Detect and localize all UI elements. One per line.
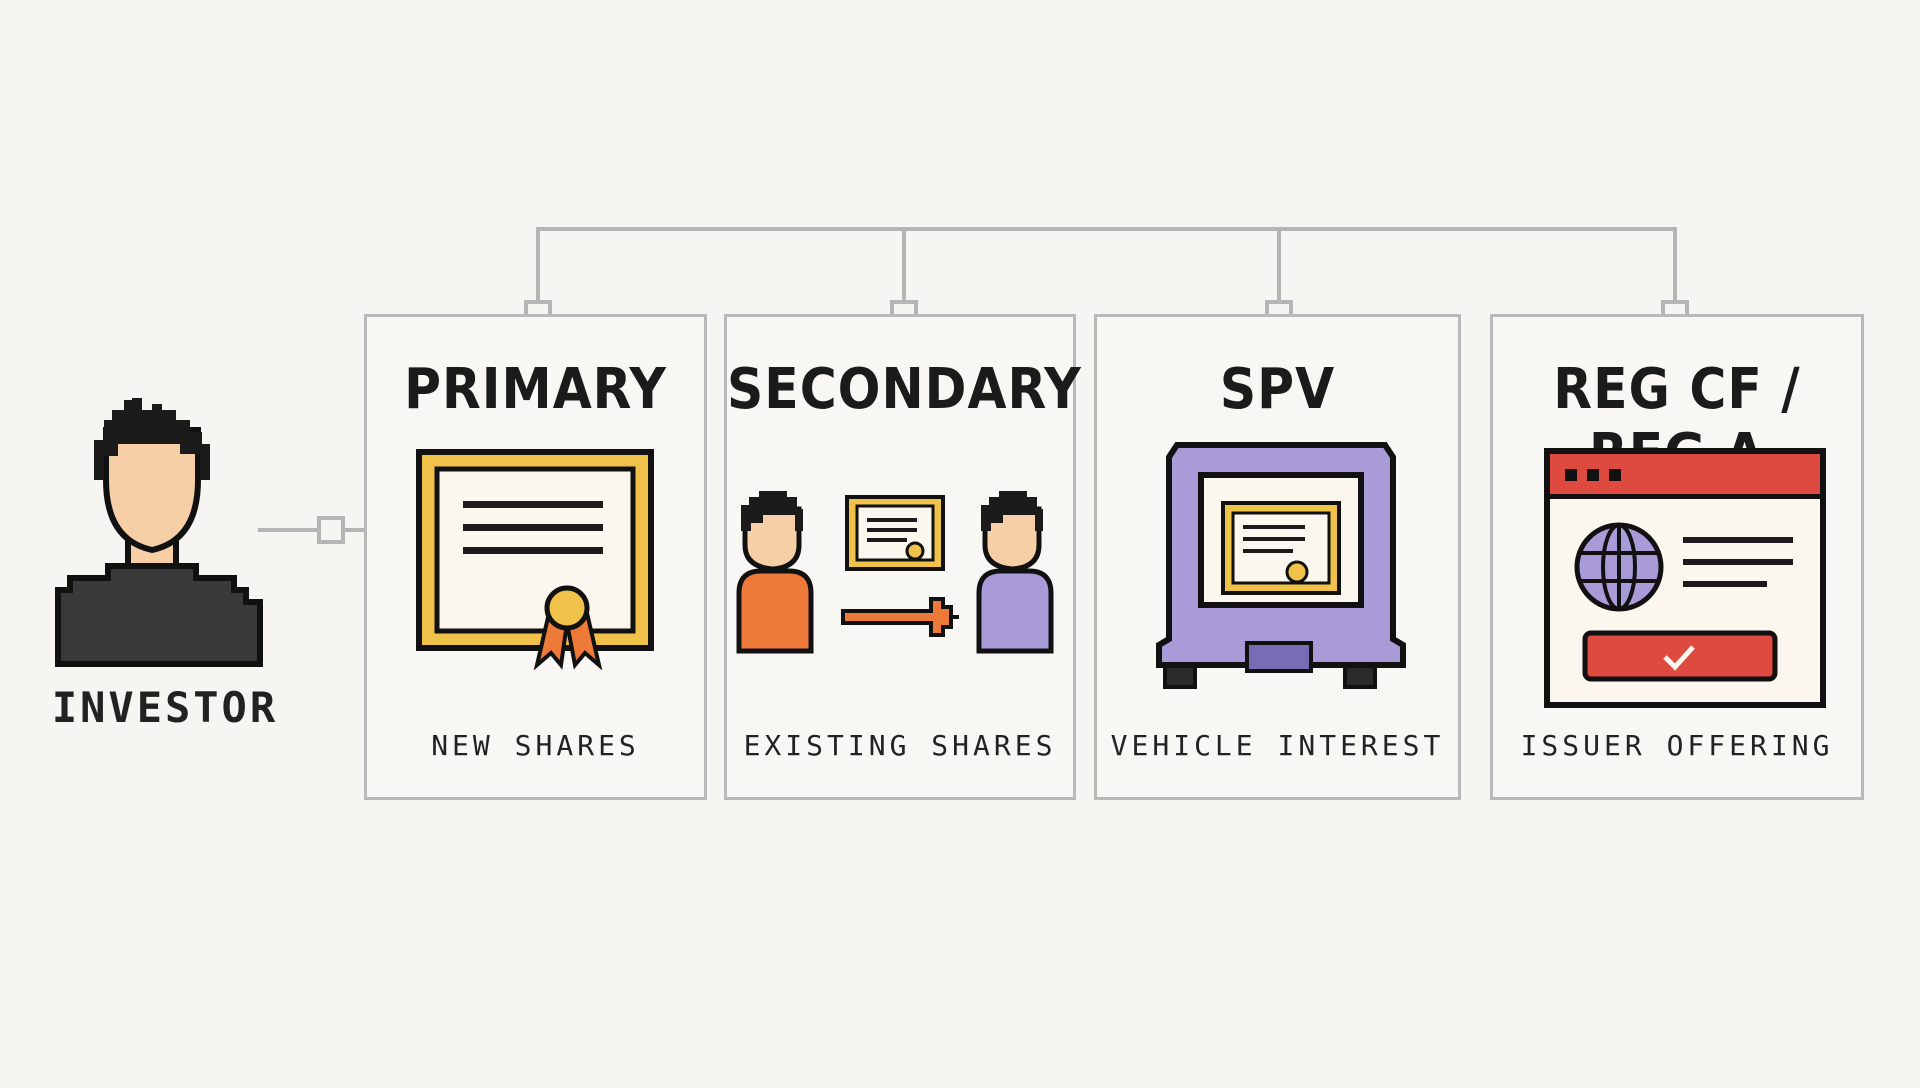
- connector-node-investor: [317, 516, 345, 544]
- card-caption-regcf: ISSUER OFFERING: [1520, 729, 1834, 762]
- vehicle-icon: [1156, 442, 1406, 689]
- card-title-secondary: SECONDARY: [727, 357, 1082, 422]
- share-transfer-icon: [736, 491, 1054, 654]
- card-caption-secondary: EXISTING SHARES: [743, 729, 1057, 762]
- check-icon: [1663, 645, 1695, 671]
- certificate-icon: [416, 449, 654, 671]
- investor-avatar-icon: [55, 398, 263, 667]
- submit-offer-button: [1582, 630, 1778, 682]
- card-primary[interactable]: PRIMARY NEW SHARES: [364, 314, 707, 800]
- card-spv[interactable]: SPV VEHICLE INTEREST: [1094, 314, 1461, 800]
- browser-offering-icon: [1544, 448, 1826, 708]
- top-bus-line: [536, 227, 1677, 314]
- card-title-primary: PRIMARY: [404, 357, 667, 422]
- card-title-spv: SPV: [1219, 357, 1336, 422]
- card-secondary[interactable]: SECONDARY EXISTING SHARES: [724, 314, 1082, 800]
- globe-icon: [1574, 522, 1664, 612]
- investor-label: INVESTOR: [51, 683, 279, 732]
- card-caption-primary: NEW SHARES: [431, 729, 640, 762]
- card-caption-spv: VEHICLE INTEREST: [1110, 729, 1445, 762]
- card-regcf[interactable]: REG CF / REG A ISSUER OFFERING: [1490, 314, 1864, 800]
